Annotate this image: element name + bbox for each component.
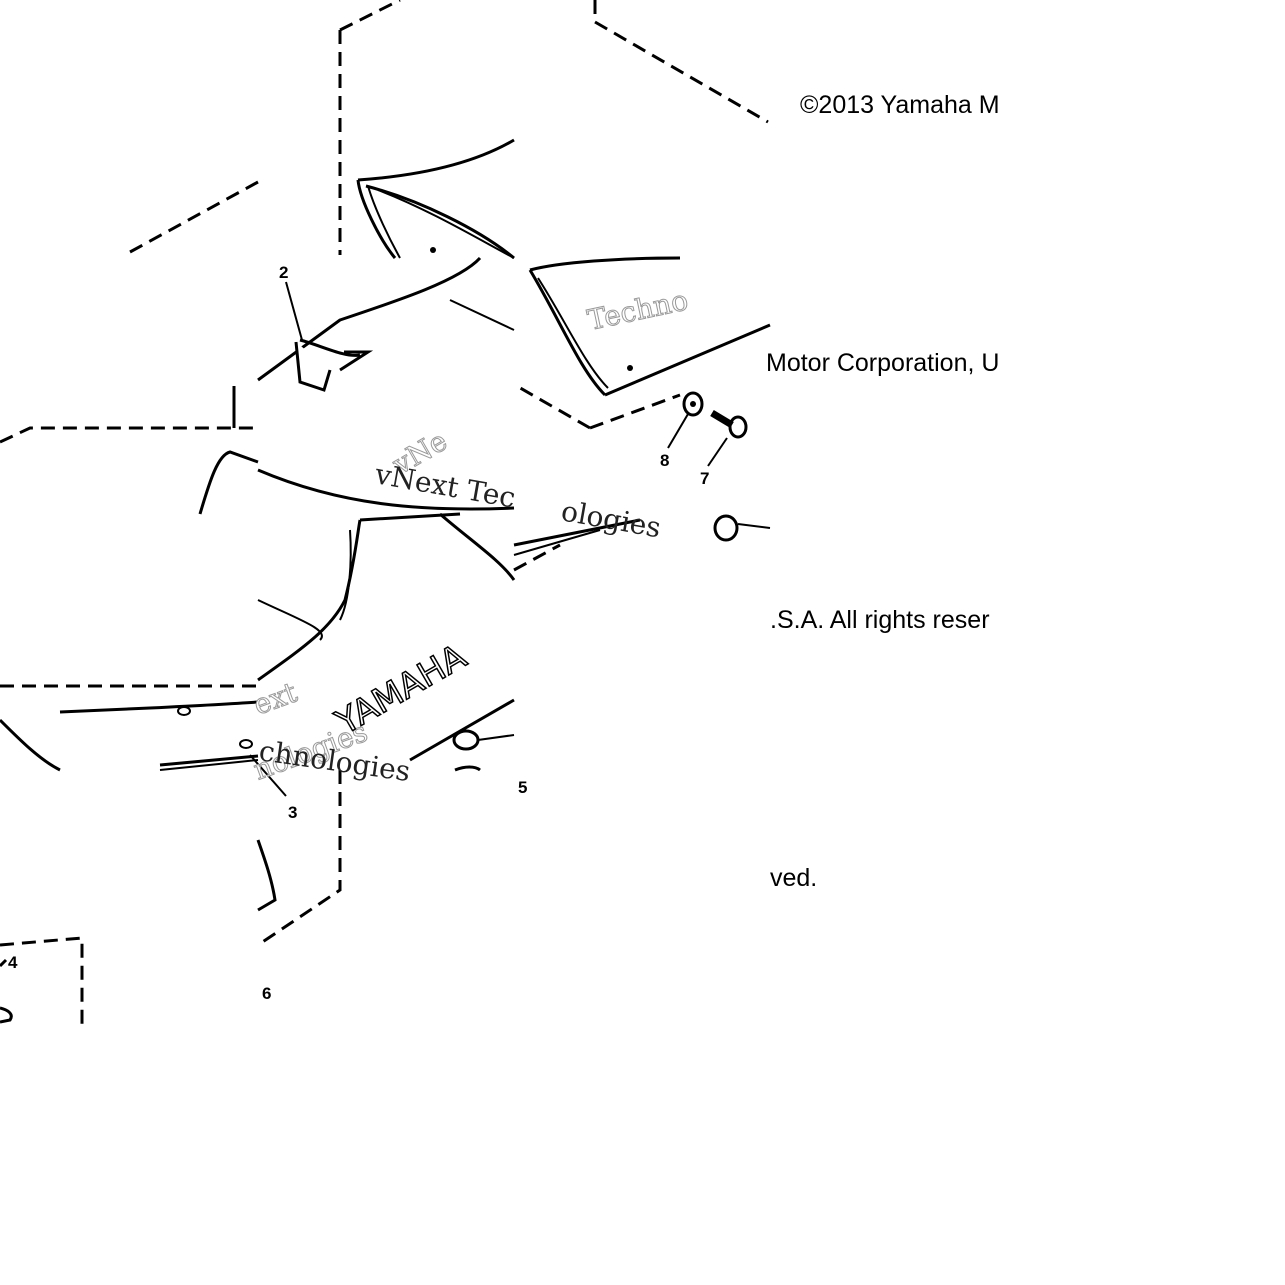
yamaha-brand-mark: YAMAHA xyxy=(329,637,474,744)
watermark-outline-c: ext xyxy=(249,675,302,721)
callout-7: 7 xyxy=(700,469,709,488)
watermark-serif: vNext Tec xyxy=(372,457,518,514)
copyright-line-4: ved. xyxy=(770,866,818,891)
callout-6: 6 xyxy=(262,984,271,1003)
callout-5: 5 xyxy=(518,778,527,797)
watermark-serif-2: ologies xyxy=(559,494,664,544)
copyright-line-1: ©2013 Yamaha M xyxy=(800,93,1000,118)
callout-3: 3 xyxy=(288,803,297,822)
callout-2: 2 xyxy=(279,263,288,282)
watermark-outline-a: Techno xyxy=(585,283,691,336)
callout-8: 8 xyxy=(660,451,669,470)
callout-4: 4 xyxy=(8,953,18,972)
copyright-line-2: Motor Corporation, U xyxy=(766,351,1000,376)
copyright-line-3: .S.A. All rights reser xyxy=(770,608,990,633)
